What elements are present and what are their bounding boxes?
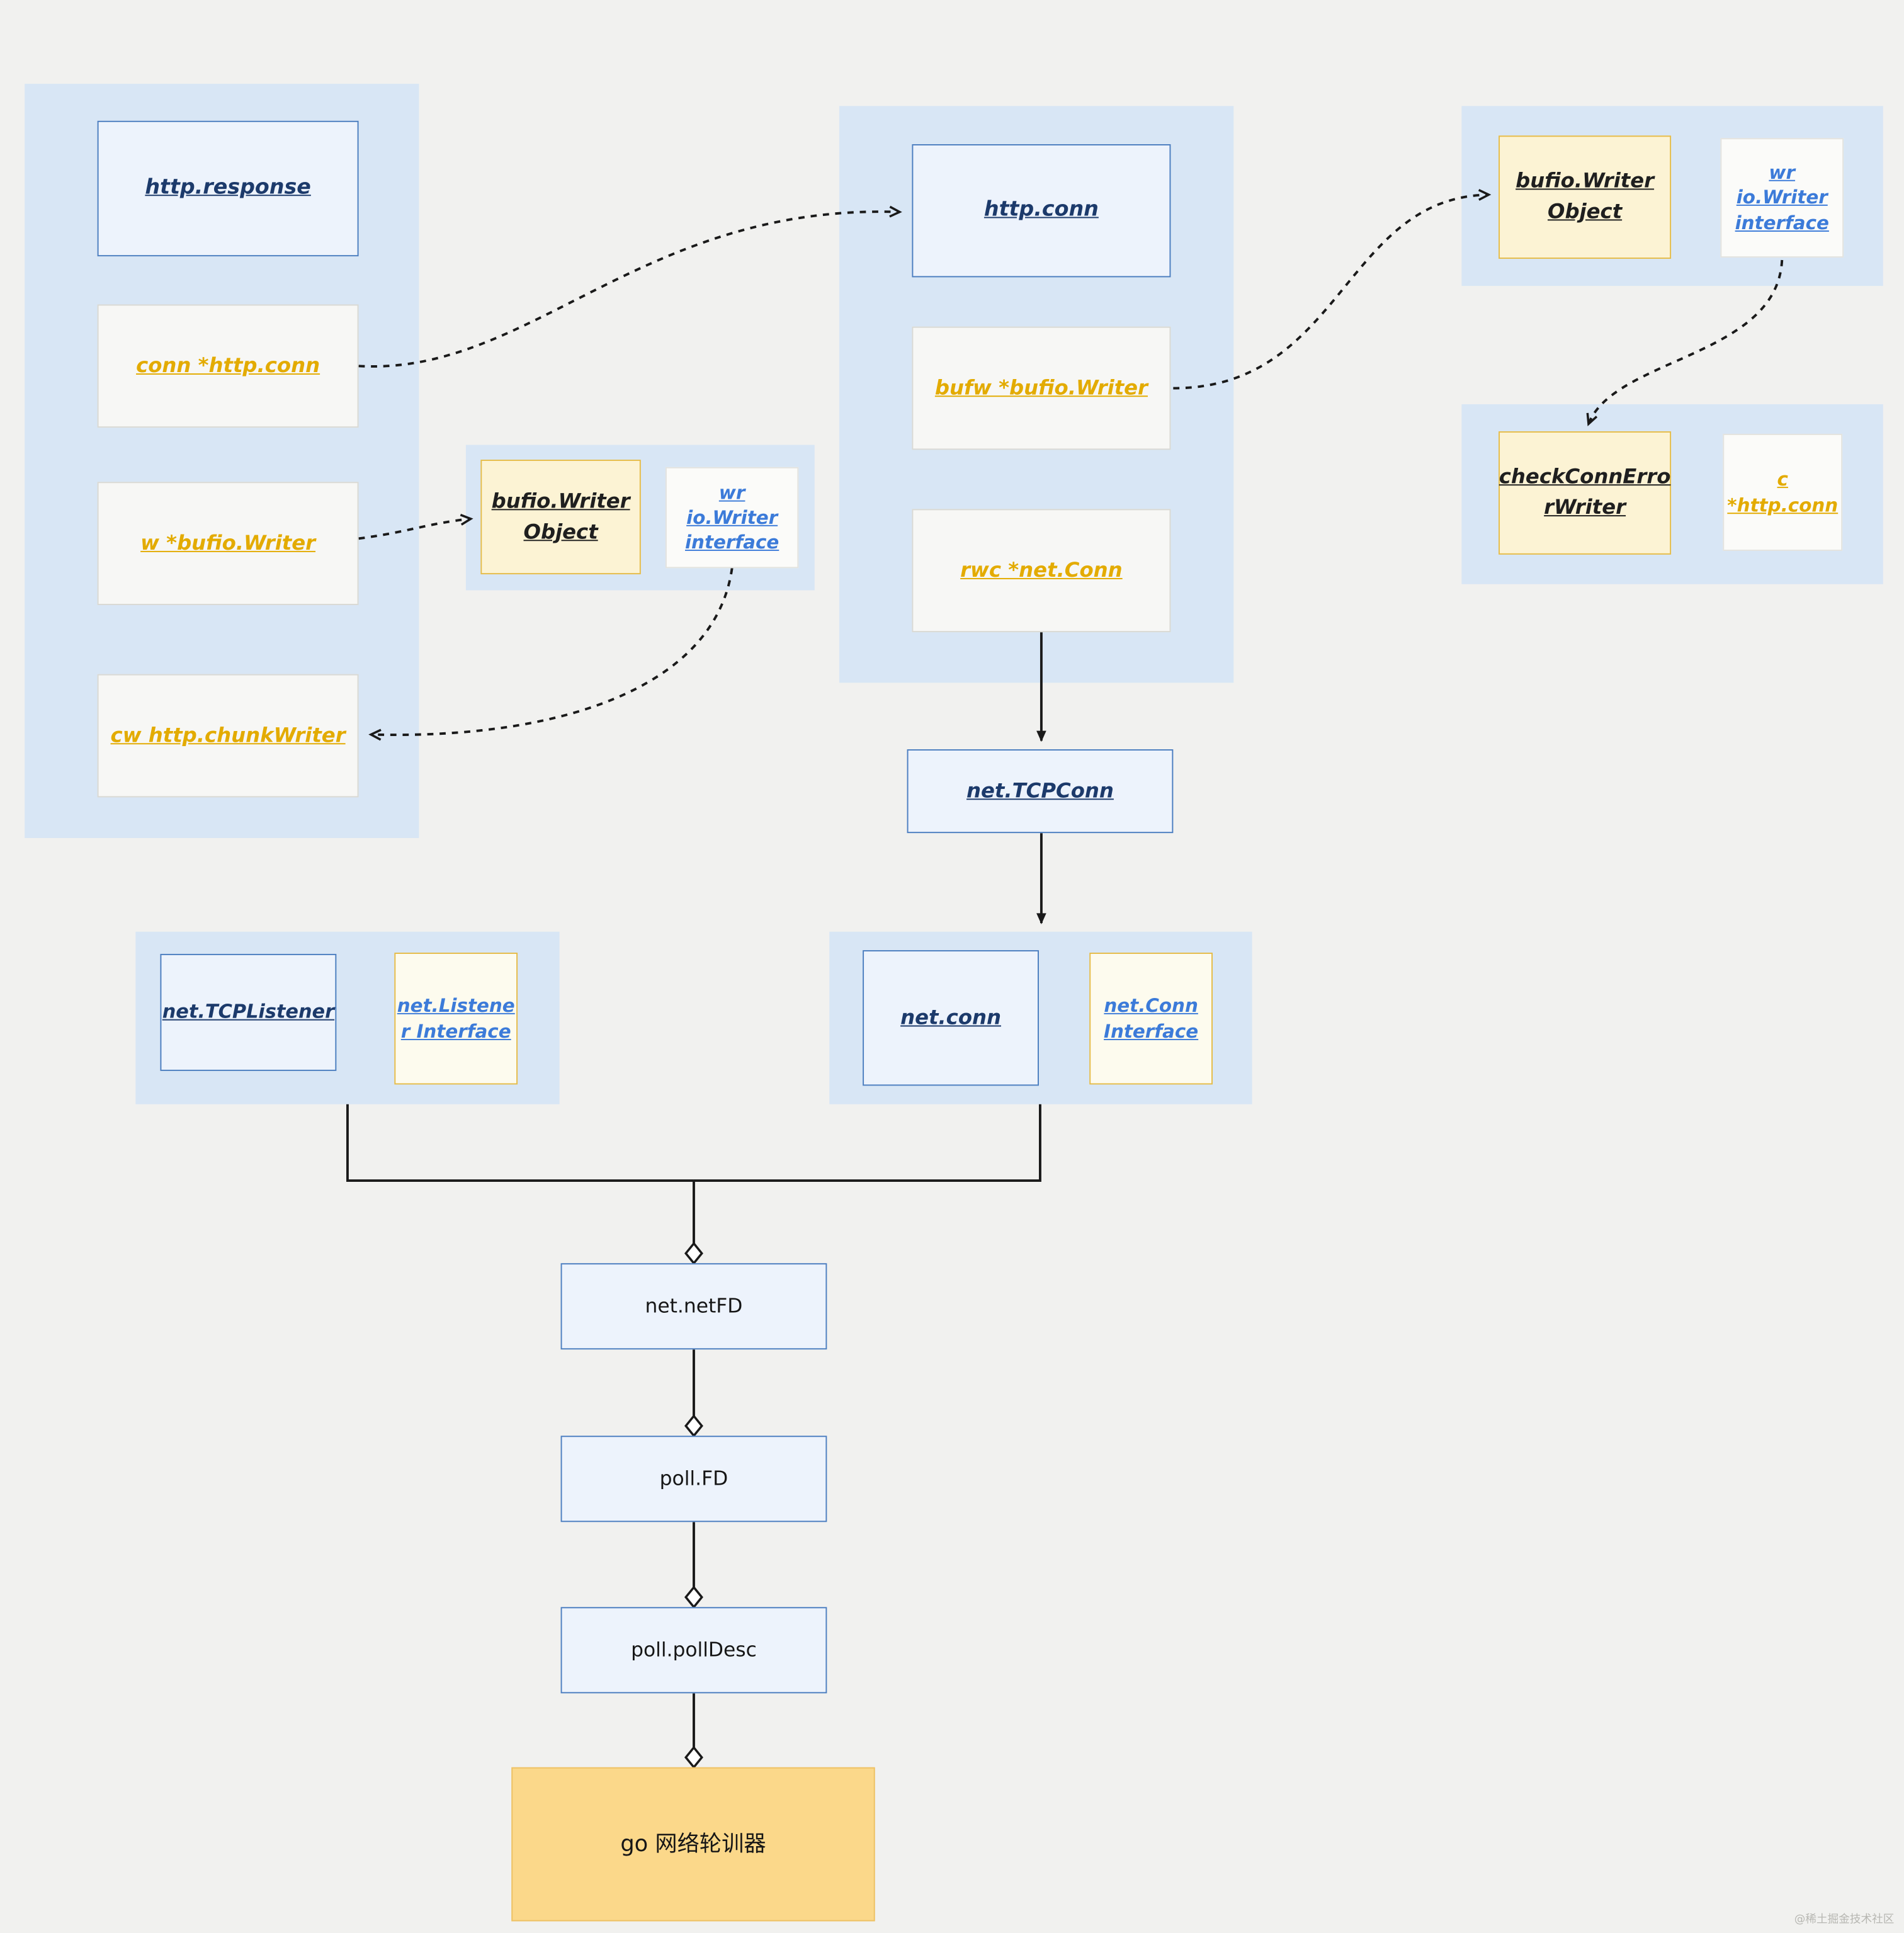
node-bufio-writer-object-mid-label: bufio.Writer Object bbox=[491, 489, 630, 543]
node-net-conn: net.conn bbox=[863, 950, 1040, 1086]
node-cw-http-chunkwriter-label: cw http.chunkWriter bbox=[110, 723, 346, 747]
aggregation-diamond-pollfd bbox=[684, 1414, 703, 1438]
aggregation-diamond-polldesc bbox=[684, 1585, 703, 1609]
node-c-http-conn-label: c *http.conn bbox=[1727, 468, 1839, 516]
node-http-conn-label: http.conn bbox=[983, 197, 1099, 222]
edge-tcplistener-branch bbox=[346, 1104, 694, 1182]
node-cw-http-chunkwriter: cw http.chunkWriter bbox=[97, 674, 359, 798]
node-wr-io-writer-interface-mid: wr io.Writer interface bbox=[665, 467, 799, 569]
node-go-netpoller: go 网络轮训器 bbox=[511, 1767, 875, 1922]
node-bufio-writer-object-mid: bufio.Writer Object bbox=[480, 460, 641, 575]
node-bufio-writer-object-right: bufio.Writer Object bbox=[1499, 135, 1672, 259]
node-net-tcpconn-label: net.TCPConn bbox=[966, 778, 1114, 802]
node-poll-fd: poll.FD bbox=[560, 1436, 827, 1522]
node-rwc-net-conn-label: rwc *net.Conn bbox=[960, 557, 1123, 582]
node-wr-io-writer-interface-right-label: wr io.Writer interface bbox=[1735, 161, 1829, 234]
edge-conn-to-httpconn bbox=[358, 205, 902, 368]
node-http-response-label: http.response bbox=[145, 175, 311, 200]
node-net-conn-interface: net.Conn Interface bbox=[1089, 952, 1213, 1085]
edge-wrinterface-to-chunkwriter bbox=[368, 568, 734, 741]
node-w-bufio-writer: w *bufio.Writer bbox=[97, 482, 359, 606]
node-bufio-writer-object-right-label: bufio.Writer Object bbox=[1516, 169, 1655, 224]
node-check-conn-error-writer-label: checkConnErro rWriter bbox=[1499, 465, 1671, 519]
node-http-response: http.response bbox=[97, 120, 359, 257]
node-bufw-bufio-writer: bufw *bufio.Writer bbox=[912, 326, 1171, 450]
node-net-tcplistener-label: net.TCPListener bbox=[162, 1001, 335, 1023]
node-w-bufio-writer-label: w *bufio.Writer bbox=[140, 530, 316, 555]
node-conn-http-conn: conn *http.conn bbox=[97, 304, 359, 428]
node-wr-io-writer-interface-mid-label: wr io.Writer interface bbox=[684, 481, 779, 554]
node-net-conn-interface-label: net.Conn Interface bbox=[1104, 994, 1199, 1042]
node-net-listener-interface: net.Listene r Interface bbox=[394, 952, 518, 1085]
node-net-conn-label: net.conn bbox=[900, 1005, 1002, 1029]
node-go-netpoller-label: go 网络轮训器 bbox=[620, 1831, 766, 1857]
node-bufw-bufio-writer-label: bufw *bufio.Writer bbox=[934, 375, 1148, 399]
node-wr-io-writer-interface-right: wr io.Writer interface bbox=[1720, 138, 1844, 258]
node-poll-fd-label: poll.FD bbox=[659, 1466, 728, 1490]
node-net-tcpconn: net.TCPConn bbox=[907, 749, 1174, 834]
node-http-conn: http.conn bbox=[912, 144, 1171, 278]
node-rwc-net-conn: rwc *net.Conn bbox=[912, 509, 1171, 633]
aggregation-diamond-netfd bbox=[684, 1242, 703, 1266]
node-net-netfd-label: net.netFD bbox=[645, 1294, 743, 1318]
node-c-http-conn: c *http.conn bbox=[1723, 433, 1843, 551]
edge-netconn-branch bbox=[693, 1104, 1041, 1182]
node-net-listener-interface-label: net.Listene r Interface bbox=[397, 994, 515, 1042]
node-net-netfd: net.netFD bbox=[560, 1263, 827, 1350]
node-net-tcplistener: net.TCPListener bbox=[160, 953, 337, 1071]
watermark: @稀土掘金技术社区 bbox=[1794, 1913, 1895, 1927]
aggregation-diamond-netpoller bbox=[684, 1745, 703, 1769]
node-poll-polldesc: poll.pollDesc bbox=[560, 1607, 827, 1694]
node-poll-polldesc-label: poll.pollDesc bbox=[631, 1638, 757, 1662]
node-check-conn-error-writer: checkConnErro rWriter bbox=[1499, 431, 1672, 555]
node-conn-http-conn-label: conn *http.conn bbox=[136, 353, 320, 377]
